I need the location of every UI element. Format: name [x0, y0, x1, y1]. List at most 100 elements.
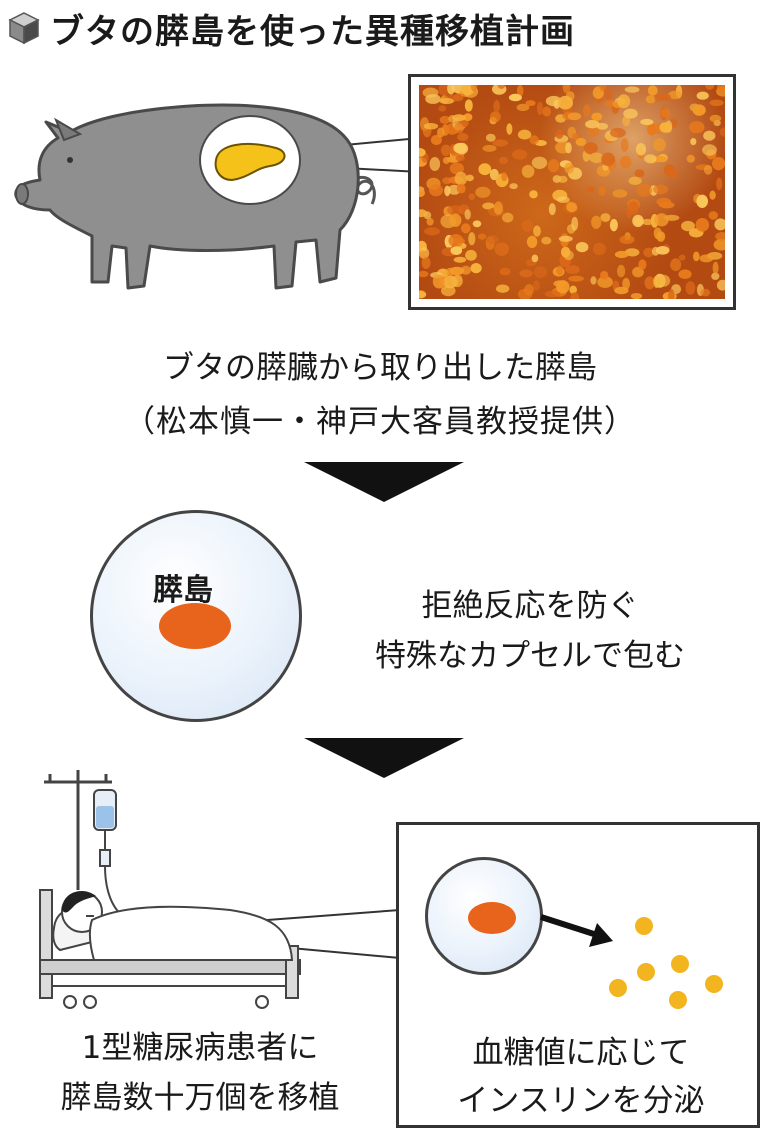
islet-cluster	[525, 100, 536, 107]
islet-cluster	[493, 201, 503, 215]
islet-cluster	[641, 218, 654, 226]
islet-cluster	[709, 114, 722, 123]
islet-cluster	[565, 265, 580, 274]
islet-cluster	[509, 183, 518, 190]
islet-cluster	[553, 280, 566, 287]
islet-cluster	[713, 238, 725, 251]
insulin-secretion-panel: 血糖値に応じて インスリンを分泌	[396, 822, 760, 1128]
islet-cluster	[425, 94, 441, 104]
islet-cluster	[614, 286, 629, 295]
islet-cluster	[696, 194, 708, 208]
islet-cluster	[502, 212, 514, 223]
islet-cluster	[492, 139, 509, 147]
islet-cluster	[716, 279, 725, 291]
islet-cluster	[628, 176, 642, 185]
islet-cluster	[437, 127, 445, 138]
islet-cluster	[658, 93, 671, 101]
islet-cluster	[695, 218, 710, 232]
islet-cluster	[536, 101, 544, 116]
islet-cluster	[517, 129, 532, 140]
photo-caption-credit: （松本慎一・神戸大客員教授提供）	[124, 404, 636, 440]
islet-cluster	[464, 209, 471, 220]
islet-cluster	[556, 196, 570, 203]
islet-cluster	[529, 190, 538, 199]
islet-cluster	[545, 95, 562, 107]
islet-cluster	[610, 127, 626, 138]
islet-cluster	[463, 113, 473, 121]
islet-cluster	[429, 157, 441, 171]
islet-cluster	[453, 256, 467, 263]
islet-cluster	[454, 122, 465, 134]
insulin-dot	[609, 979, 627, 997]
islet-cluster	[485, 133, 496, 142]
insulin-dot	[635, 917, 653, 935]
islet-cluster	[624, 86, 640, 93]
islet-cluster	[501, 171, 508, 182]
islet-cluster	[564, 162, 574, 174]
islet-cluster	[636, 183, 653, 197]
islet-cluster	[715, 232, 725, 241]
arrow-down-icon	[304, 738, 464, 778]
islet-cluster	[558, 235, 573, 242]
islet-cluster	[592, 242, 606, 256]
islet-cluster	[583, 104, 591, 117]
islet-cluster	[519, 269, 533, 278]
islet-cluster	[440, 144, 452, 156]
islet-cluster	[452, 93, 464, 102]
islet-cluster	[634, 169, 645, 178]
islet-cluster	[640, 118, 654, 126]
islet-cluster	[657, 274, 671, 287]
islet-cluster	[689, 121, 705, 134]
islet-cluster	[663, 164, 676, 177]
islet-cluster-pattern	[419, 85, 725, 299]
islet-cluster	[557, 175, 568, 183]
islet-cluster	[555, 129, 564, 139]
islet-cluster	[482, 144, 497, 152]
islet-cluster	[544, 290, 561, 298]
islet-cluster	[690, 138, 697, 146]
islet-cluster	[419, 147, 426, 157]
islet-cluster	[531, 254, 539, 263]
islet-cluster	[449, 213, 462, 227]
capsule-icon	[425, 857, 543, 975]
capsule-label: 膵島	[153, 573, 213, 608]
islet-cluster	[586, 186, 595, 193]
islet-cluster	[524, 284, 534, 296]
islet-cluster	[644, 154, 657, 164]
capsule-description-line2: 特殊なカプセルで包む	[375, 638, 685, 674]
islet-cluster	[456, 183, 466, 194]
pig-illustration	[14, 103, 420, 290]
islet-cluster	[601, 152, 616, 167]
islet-cluster	[719, 127, 725, 137]
islet-cluster	[600, 213, 611, 222]
iv-drip-icon	[44, 770, 127, 919]
islet-cluster	[533, 266, 547, 278]
islet-cluster	[533, 280, 540, 291]
islet-cluster	[566, 202, 578, 213]
islet-cluster	[597, 276, 613, 288]
islet-cluster	[568, 275, 584, 282]
islet-cluster	[699, 254, 714, 263]
islet-cluster	[567, 112, 582, 121]
islet-cluster	[632, 214, 644, 228]
islet-cluster	[575, 137, 587, 147]
islet-cluster	[470, 263, 482, 274]
islet-cluster	[619, 235, 635, 245]
blanket	[88, 905, 294, 961]
islet-cluster	[678, 254, 686, 261]
islet-cluster	[614, 250, 629, 259]
islet-cluster	[449, 162, 464, 175]
islet-cluster	[457, 132, 469, 142]
islet-cluster	[570, 292, 580, 299]
islet-cluster	[449, 266, 465, 276]
insulin-dot	[669, 991, 687, 1009]
islet-cluster	[521, 164, 535, 178]
islet-cluster	[448, 234, 464, 247]
islet-cluster	[562, 85, 571, 94]
islet-cluster	[575, 242, 589, 253]
islet-cluster	[645, 95, 656, 104]
islet-cluster	[429, 184, 443, 197]
page-title: ブタの膵島を使った異種移植計画	[50, 11, 575, 52]
islet-icon	[468, 902, 516, 934]
islet-cluster	[486, 235, 499, 245]
